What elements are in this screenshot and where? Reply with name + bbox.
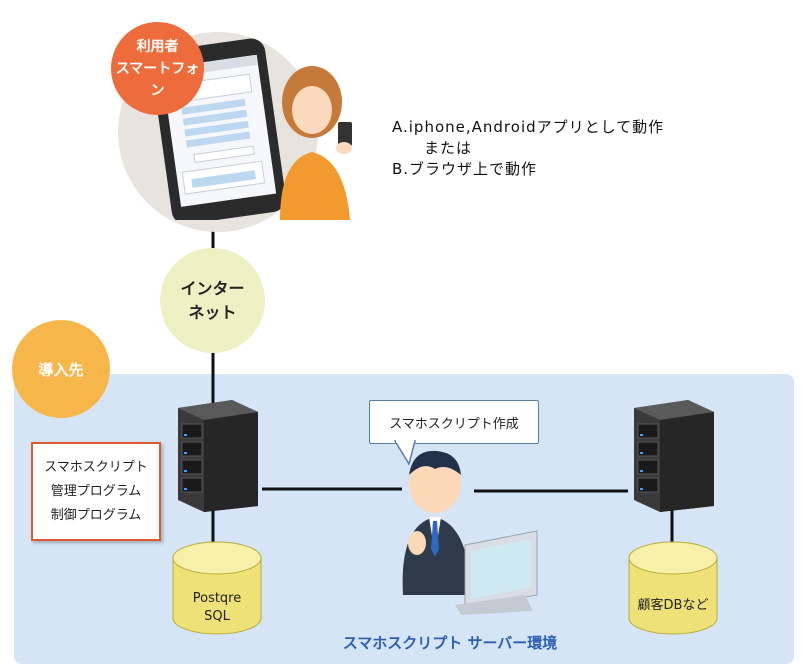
- internet-node: インターネット: [160, 248, 265, 353]
- management-programs-box: スマホスクリプト 管理プログラム 制御プログラム: [31, 442, 161, 541]
- deployment-site-label: 導入先: [12, 320, 110, 418]
- operation-notes: A.iphone,Androidアプリとして動作 または B.ブラウザ上で動作: [392, 117, 664, 180]
- callout-tail: [393, 440, 416, 466]
- server-icon: [178, 400, 258, 512]
- customer-db-label: 顧客DBなど: [637, 598, 709, 613]
- note-b: B.ブラウザ上で動作: [392, 160, 538, 178]
- database-icon-right: [628, 541, 718, 635]
- note-a: A.iphone,Androidアプリとして動作: [392, 118, 665, 136]
- script-creation-callout: スマホスクリプト作成: [369, 400, 539, 444]
- user-smartphone-label: 利用者スマートフォン: [111, 22, 204, 115]
- server-icon-right: [634, 400, 714, 512]
- environment-title: スマホスクリプト サーバー環境: [342, 634, 558, 652]
- operator-illustration: [402, 450, 538, 615]
- database-icon: [172, 541, 262, 635]
- note-or: または: [392, 139, 473, 157]
